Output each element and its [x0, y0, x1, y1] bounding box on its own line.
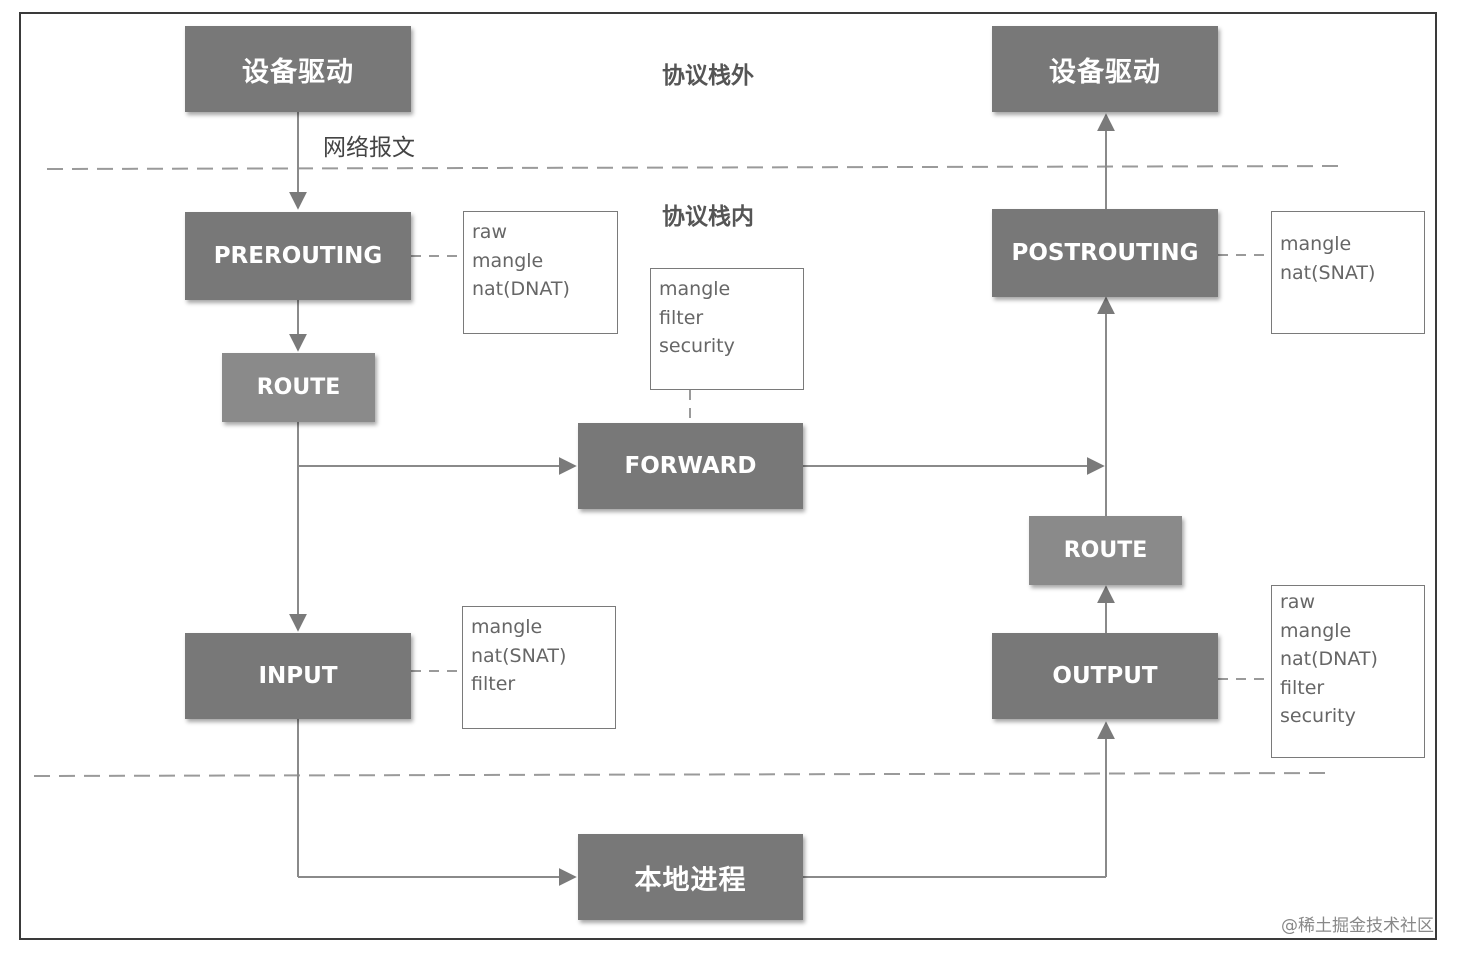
table-item: nat(DNAT) — [472, 278, 570, 300]
output-tables: raw mangle nat(DNAT) filter security — [1271, 585, 1425, 758]
postrouting-chain: POSTROUTING — [992, 209, 1218, 297]
local-process: 本地进程 — [578, 834, 803, 920]
table-item: filter — [1280, 676, 1325, 699]
output-chain: OUTPUT — [992, 633, 1218, 719]
prerouting-tables: raw mangle nat(DNAT) — [463, 211, 618, 334]
device-driver-out: 设备驱动 — [992, 26, 1218, 112]
table-item: mangle — [1280, 619, 1352, 642]
table-item: nat(SNAT) — [1280, 261, 1376, 284]
network-packet-label: 网络报文 — [323, 135, 415, 161]
table-item: mangle — [1280, 233, 1352, 255]
watermark: @稀土掘金技术社区 — [1281, 916, 1434, 936]
forward-chain: FORWARD — [578, 423, 803, 509]
table-item: filter — [471, 673, 516, 695]
table-item: security — [659, 335, 735, 357]
table-item: mangle — [471, 616, 543, 638]
inside-stack-label: 协议栈内 — [662, 204, 754, 230]
boundary-line-lower — [33, 772, 1331, 777]
table-item: filter — [659, 306, 704, 329]
table-item: raw — [472, 221, 507, 243]
postrouting-tables: mangle nat(SNAT) — [1271, 211, 1425, 334]
input-chain: INPUT — [185, 633, 411, 719]
route-out-chain: ROUTE — [1029, 516, 1182, 585]
prerouting-chain: PREROUTING — [185, 212, 411, 300]
route-in-chain: ROUTE — [222, 353, 375, 422]
forward-tables: mangle filter security — [650, 268, 804, 390]
table-item: security — [1280, 705, 1356, 727]
diagram-frame — [19, 12, 1437, 940]
table-item: mangle — [472, 249, 544, 272]
device-driver-in: 设备驱动 — [185, 26, 411, 112]
table-item: mangle — [659, 278, 731, 300]
table-item: raw — [1280, 591, 1315, 613]
outside-stack-label: 协议栈外 — [662, 63, 754, 89]
table-item: nat(DNAT) — [1280, 648, 1378, 670]
input-tables: mangle nat(SNAT) filter — [462, 606, 616, 729]
boundary-line-upper — [46, 165, 1346, 170]
table-item: nat(SNAT) — [471, 644, 567, 667]
